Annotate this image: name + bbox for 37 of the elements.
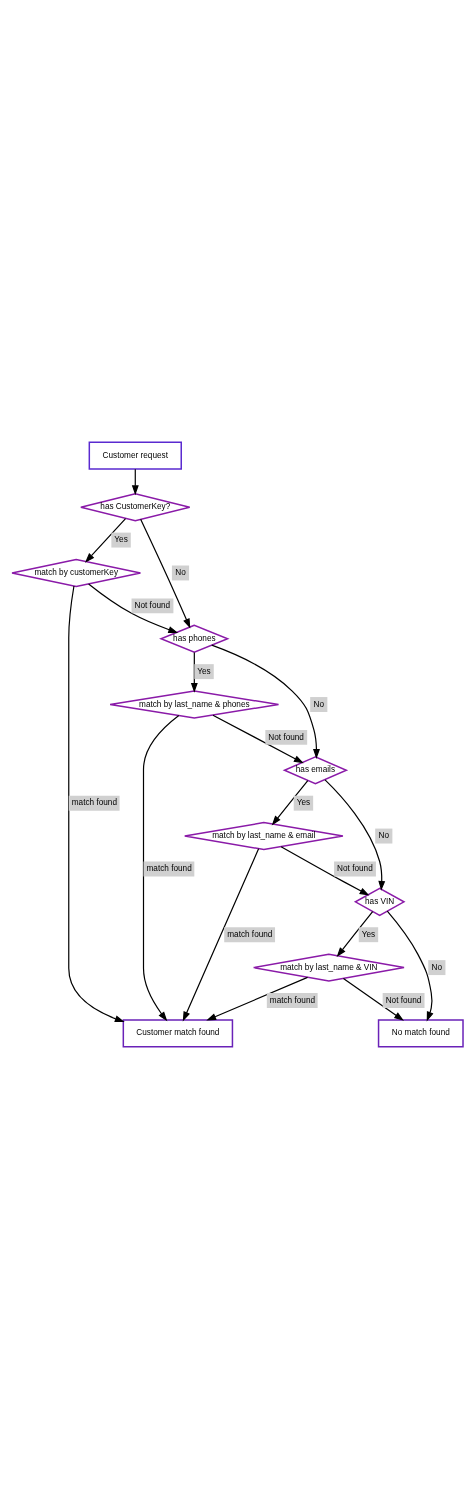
edge-label: Yes [113, 534, 128, 544]
arrow [211, 714, 304, 763]
arrow [84, 517, 126, 563]
edge-label: Not found [134, 600, 170, 610]
edge-label: match found [145, 863, 192, 873]
edge-label: Not found [267, 731, 304, 741]
arrow [182, 847, 259, 1021]
arrow [271, 779, 308, 825]
edge-label: match found [71, 797, 117, 807]
edge-label: No [378, 830, 389, 840]
edge-label: match found [226, 929, 272, 939]
arrow [386, 910, 433, 1022]
edge-label: Yes [296, 797, 310, 807]
edge-label: No [313, 699, 324, 709]
arrow [87, 582, 178, 633]
edge-label: Yes [361, 929, 375, 939]
arrow [342, 977, 404, 1021]
arrow [280, 845, 369, 896]
edge-label: No [431, 962, 442, 972]
arrow [336, 910, 373, 957]
edge-label: No [174, 567, 186, 577]
arrow [205, 976, 308, 1021]
edge-label: Not found [336, 863, 373, 873]
arrow [142, 714, 179, 1021]
arrow [210, 644, 320, 759]
node-box: No match found [377, 1018, 464, 1048]
edge-label: match found [269, 995, 315, 1005]
node-box: Customer request [88, 440, 182, 470]
node-diamond: match by customerKey [10, 558, 141, 587]
node-diamond: has CustomerKey? [79, 492, 190, 521]
node-box: Customer match found [122, 1018, 233, 1048]
node-diamond: match by last_name & phones [108, 689, 279, 719]
arrow [323, 778, 385, 891]
node-diamond: match by last_name & email [183, 821, 344, 850]
edge-label: Yes [196, 666, 211, 676]
edge-label: Not found [385, 995, 421, 1005]
node-diamond: match by last_name & VIN [252, 952, 405, 982]
